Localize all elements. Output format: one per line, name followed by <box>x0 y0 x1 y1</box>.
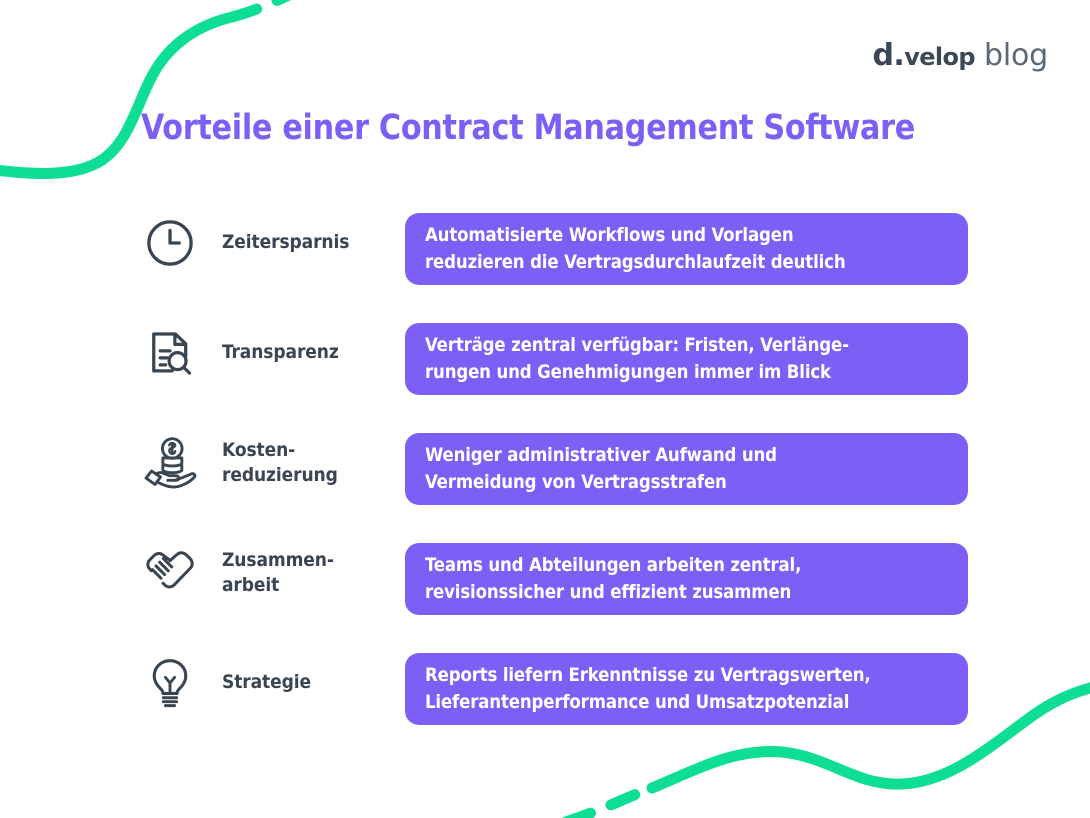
hand-coins-icon <box>139 430 201 496</box>
benefit-label: Zeitersparnis <box>222 210 397 276</box>
benefit-label-line: Transparenz <box>222 341 339 364</box>
pill-text-line: Weniger administrativer Aufwand und <box>425 444 777 467</box>
pill-text-line: Automatisierte Workflows und Vorlagen <box>425 224 794 247</box>
pill-text-line: Lieferantenperformance und Umsatzpotenzi… <box>425 691 850 713</box>
brand-logo: d.velop blog <box>873 38 1049 73</box>
pill-text-line: rungen und Genehmigungen immer im Blick <box>425 361 831 383</box>
benefit-row: Strategie Reports liefern Erkenntnisse z… <box>0 636 1090 746</box>
benefit-label-line: reduzierung <box>222 464 338 486</box>
pill-text-line: Reports liefern Erkenntnisse zu Vertrags… <box>425 664 871 687</box>
pill-text-line: Vermeidung von Vertragsstrafen <box>425 471 727 493</box>
benefit-label-line: Zusammen- <box>222 548 334 571</box>
wave-top-left-solid <box>0 12 234 179</box>
wave-top-left-dashed <box>226 0 292 23</box>
benefit-row: Zeitersparnis Automatisierte Workflows u… <box>0 196 1090 306</box>
benefit-label: Kosten- reduzierung <box>222 430 397 496</box>
benefits-list: Zeitersparnis Automatisierte Workflows u… <box>0 196 1090 746</box>
benefit-label: Zusammen- arbeit <box>222 540 397 606</box>
benefit-label-line: Strategie <box>222 671 312 694</box>
wave-bottom-right-dashed <box>562 783 654 818</box>
lightbulb-icon <box>139 650 201 716</box>
benefit-row: Zusammen- arbeit Teams und Abteilungen a… <box>0 526 1090 636</box>
benefit-row: Transparenz Verträge zentral verfügbar: … <box>0 306 1090 416</box>
benefit-description-pill: Weniger administrativer Aufwand und Verm… <box>405 433 968 505</box>
pill-text-line: Verträge zentral verfügbar: Fristen, Ver… <box>425 334 849 357</box>
benefit-description-pill: Verträge zentral verfügbar: Fristen, Ver… <box>405 323 968 395</box>
logo-mark-d: d. <box>872 38 905 73</box>
page-title: Vorteile einer Contract Management Softw… <box>141 108 915 148</box>
benefit-label-line: Zeitersparnis <box>222 231 350 254</box>
benefit-description-pill: Teams und Abteilungen arbeiten zentral, … <box>405 543 968 615</box>
pill-text-line: Teams und Abteilungen arbeiten zentral, <box>425 554 802 577</box>
benefit-label-line: Kosten- <box>222 438 296 461</box>
benefit-description-pill: Reports liefern Erkenntnisse zu Vertrags… <box>405 653 968 725</box>
pill-text-line: reduzieren die Vertragsdurchlaufzeit deu… <box>425 251 846 273</box>
benefit-description-pill: Automatisierte Workflows und Vorlagen re… <box>405 213 968 285</box>
benefit-label: Strategie <box>222 650 397 716</box>
benefit-row: Kosten- reduzierung Weniger administrati… <box>0 416 1090 526</box>
logo-word-blog: blog <box>984 38 1048 73</box>
pill-text-line: revisionssicher und effizient zusammen <box>425 581 792 603</box>
document-search-icon <box>139 320 201 386</box>
logo-mark: d.velop <box>873 38 976 73</box>
logo-mark-velop: velop <box>904 43 976 71</box>
handshake-icon <box>139 540 201 606</box>
clock-icon <box>139 210 201 276</box>
benefit-label-line: arbeit <box>222 574 280 596</box>
benefit-label: Transparenz <box>222 320 397 386</box>
